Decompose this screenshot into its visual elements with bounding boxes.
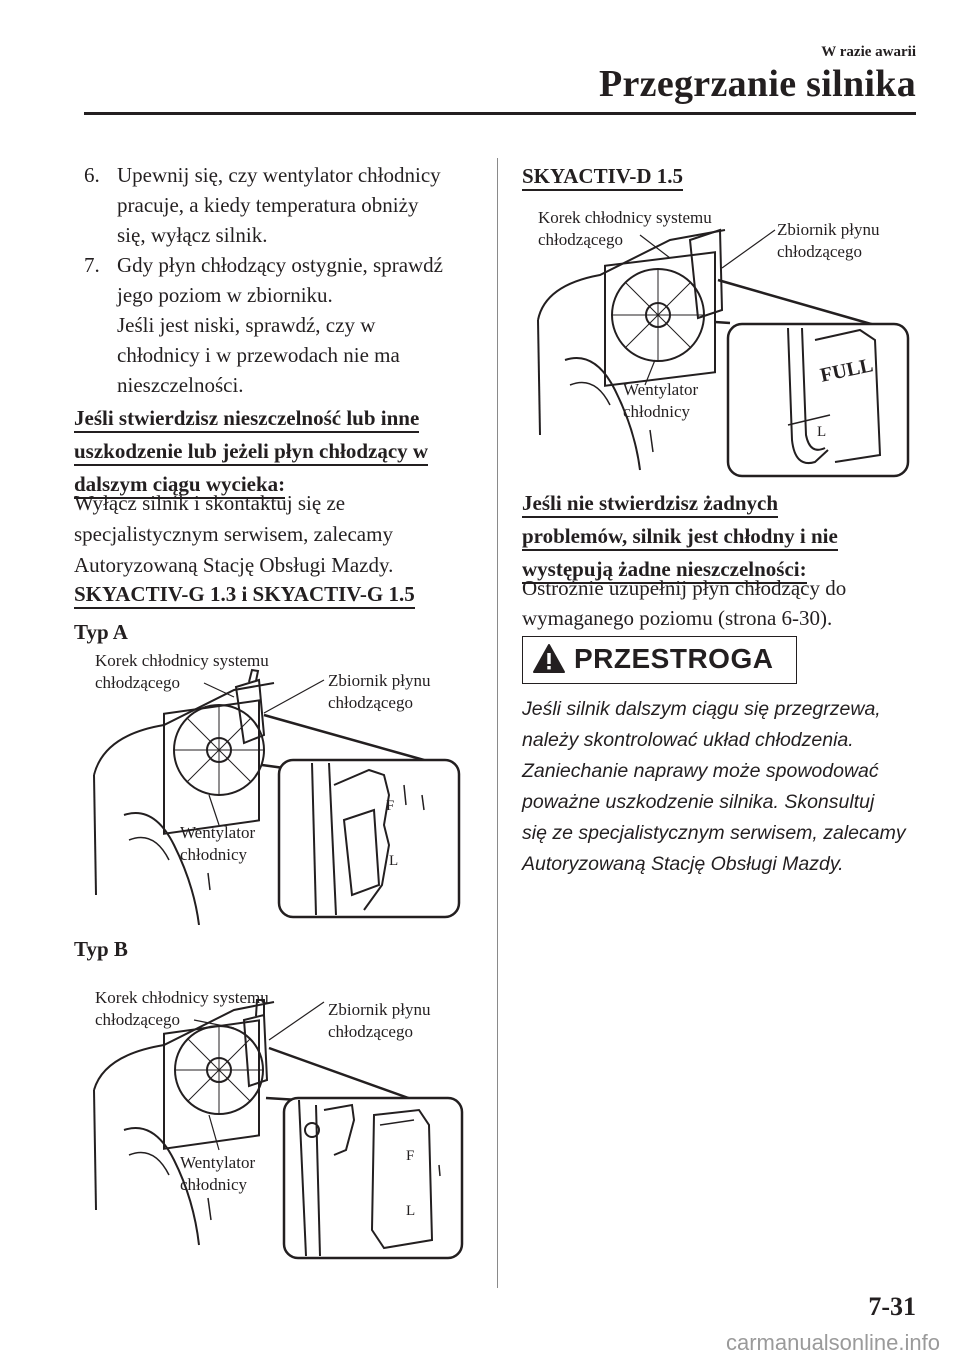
tank-mark-l: L (817, 424, 826, 440)
figure-type-a: F L (93, 668, 461, 925)
figure-type-b: F L (93, 999, 464, 1260)
step-line: pracuje, a kiedy temperatura obniży (117, 193, 419, 217)
cap-label-b: Korek chłodnicy systemu chłodzącego (95, 988, 269, 1029)
fan-label-d: Wentylator chłodnicy (623, 380, 699, 421)
step-line: jego poziom w zbiorniku. (117, 283, 333, 307)
tank-mark-f: F (386, 798, 394, 814)
header-rule (84, 112, 916, 115)
step-number: 6. (84, 163, 100, 187)
leak-text: Wyłącz silnik i skontaktuj się ze specja… (74, 491, 394, 577)
watermark: carmanualsonline.info (725, 1330, 940, 1355)
caution-box: PRZESTROGA (522, 636, 797, 684)
section-title: W razie awarii (821, 44, 916, 60)
tank-label-b: Zbiornik płynu chłodzącego (328, 1000, 431, 1041)
cap-label-d: Korek chłodnicy systemu chłodzącego (538, 208, 712, 249)
caution-title: PRZESTROGA (574, 643, 774, 674)
step-6: 6. Upewnij się, czy wentylator chłodnicy… (84, 160, 484, 250)
tank-mark-l: L (389, 853, 398, 869)
step-line: Jeśli jest niski, sprawdź, czy w (117, 313, 376, 337)
tank-label-a: Zbiornik płynu chłodzącego (328, 671, 431, 712)
step-7: 7. Gdy płyn chłodzący ostygnie, sprawdź … (84, 250, 484, 400)
page-number: 7-31 (868, 1292, 916, 1321)
engine-heading-g: SKYACTIV-G 1.3 i SKYACTIV-G 1.5 (74, 578, 415, 611)
figure-skyactiv-d: FULL L (537, 228, 910, 478)
page-title: Przegrzanie silnika (598, 63, 916, 105)
tank-mark-l: L (406, 1203, 415, 1219)
ok-heading: Jeśli nie stwierdzisz żadnych problemów,… (522, 487, 838, 586)
ok-text: Ostrożnie uzupełnij płyn chłodzący do wy… (522, 576, 847, 630)
step-line: Gdy płyn chłodzący ostygnie, sprawdź (117, 253, 444, 277)
type-b-label: Typ B (74, 937, 128, 961)
cap-label-a: Korek chłodnicy systemu chłodzącego (95, 651, 269, 692)
fan-label-a: Wentylator chłodnicy (180, 823, 256, 864)
caution-text: Jeśli silnik dalszym ciągu się przegrzew… (522, 698, 906, 875)
step-line: chłodnicy i w przewodach nie ma (117, 343, 400, 367)
type-a-label: Typ A (74, 620, 128, 644)
column-separator (497, 158, 498, 1288)
step-line: się, wyłącz silnik. (117, 223, 268, 247)
step-number: 7. (84, 253, 100, 277)
step-line: Upewnij się, czy wentylator chłodnicy (117, 163, 441, 187)
leak-heading: Jeśli stwierdzisz nieszczelność lub inne… (74, 402, 429, 501)
fan-label-b: Wentylator chłodnicy (180, 1153, 256, 1194)
tank-mark-f: F (406, 1148, 414, 1164)
warning-icon (533, 644, 565, 673)
step-line: nieszczelności. (117, 373, 244, 397)
tank-label-d: Zbiornik płynu chłodzącego (777, 220, 880, 261)
engine-heading-d: SKYACTIV-D 1.5 (522, 160, 684, 193)
